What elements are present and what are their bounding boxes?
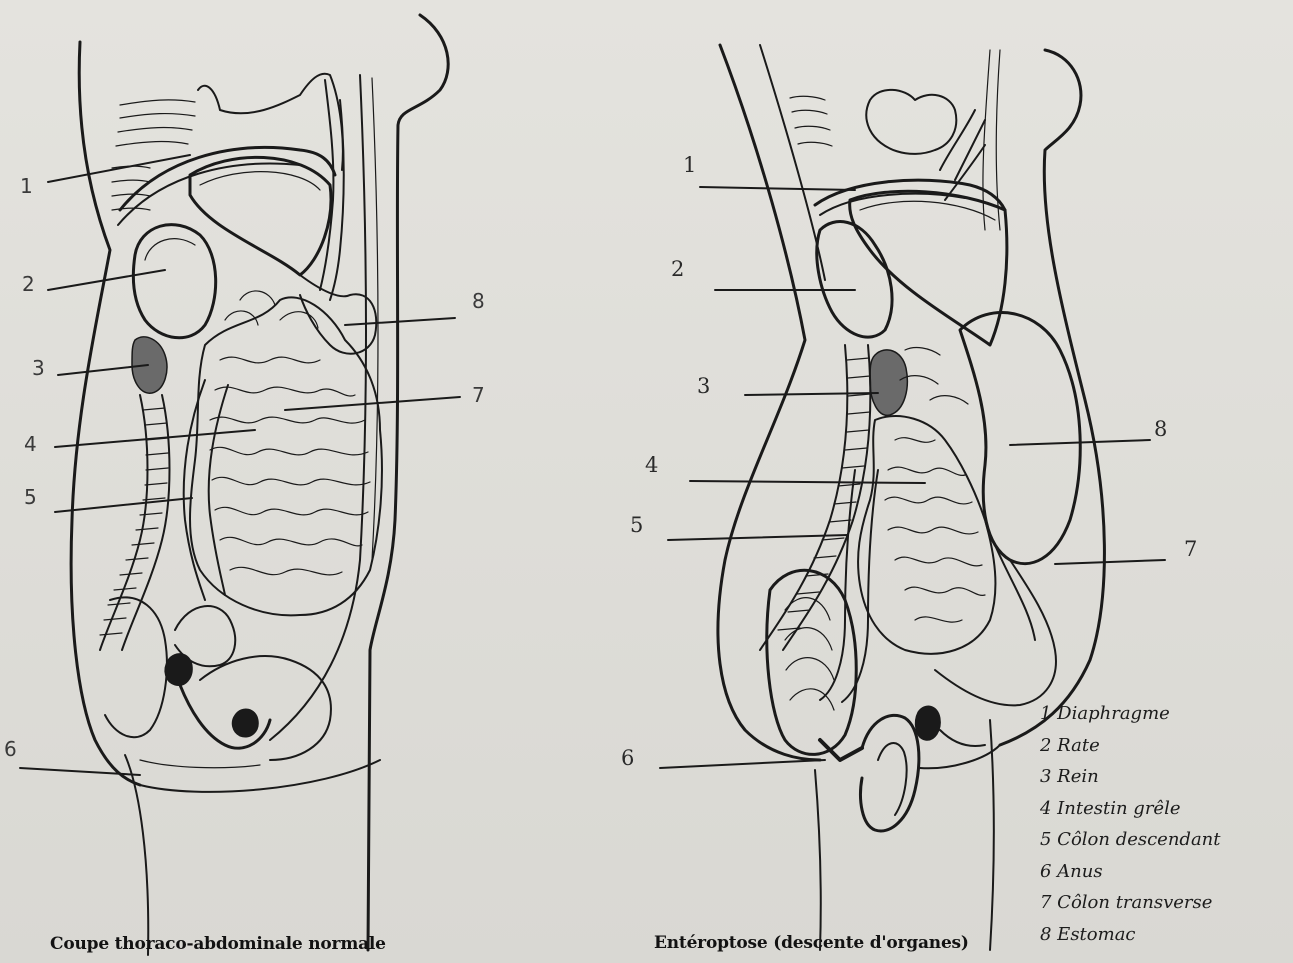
legend-item-estomac: 8 Estomac	[1040, 919, 1285, 951]
right-pelvis	[767, 570, 985, 831]
right-label-1: 1	[683, 153, 696, 177]
right-label-2: 2	[671, 257, 684, 281]
left-caption: Coupe thoraco-abdominale normale	[50, 934, 386, 954]
legend-item-colon-descendant: 5 Côlon descendant	[1040, 824, 1285, 856]
legend-item-colon-transverse: 7 Côlon transverse	[1040, 887, 1285, 919]
right-label-3: 3	[697, 374, 710, 398]
right-label-4: 4	[645, 453, 658, 477]
right-kidney	[870, 350, 907, 415]
legend-item-anus: 6 Anus	[1040, 856, 1285, 888]
right-spleen	[817, 222, 892, 338]
right-label-7: 7	[1184, 537, 1197, 561]
right-caption: Entéroptose (descente d'organes)	[654, 933, 969, 953]
legend-item-intestin-grele: 4 Intestin grêle	[1040, 793, 1285, 825]
legend: 1 Diaphragme 2 Rate 3 Rein 4 Intestin gr…	[1040, 698, 1285, 950]
right-leader-lines	[660, 187, 1165, 768]
right-diaphragm	[815, 180, 1005, 215]
right-stomach-8	[960, 313, 1080, 564]
legend-item-rein: 3 Rein	[1040, 761, 1285, 793]
right-label-6: 6	[621, 746, 634, 770]
legend-item-diaphragme: 1 Diaphragme	[1040, 698, 1285, 730]
right-label-numbers: 1 2 3 4 5 6 7 8	[621, 153, 1197, 770]
legend-item-rate: 2 Rate	[1040, 730, 1285, 762]
right-spine	[760, 345, 870, 650]
right-label-8: 8	[1154, 417, 1167, 441]
right-label-5: 5	[630, 513, 643, 537]
right-stomach-upper	[850, 191, 1007, 345]
